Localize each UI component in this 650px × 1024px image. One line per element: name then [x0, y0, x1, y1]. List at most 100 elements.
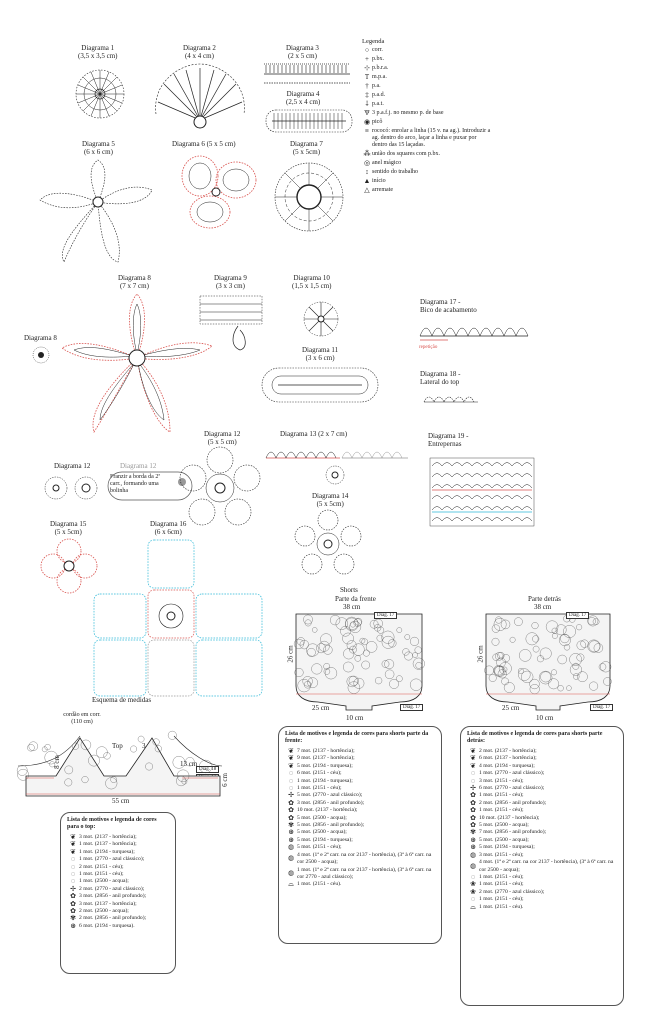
list-top-item-text: 1 mot. (2137 - hortência);	[79, 841, 137, 848]
legend-item-text: p.a.d.	[372, 92, 386, 98]
motif-icon: ◌	[288, 776, 294, 785]
list-front-item-text: 5 mot. (2500 - acqua);	[297, 814, 347, 821]
diagram-7-title: Diagrama 7(5 x 5cm)	[290, 140, 323, 156]
diagram-6-title: Diagrama 6 (5 x 5 cm)	[172, 140, 236, 148]
list-top-item: ✿3 mot. (2137 - hortência);	[67, 900, 169, 908]
legend-item-text: m.p.a.	[372, 74, 387, 80]
list-back-item: ◍3 mot. (2151 - céu);	[467, 851, 617, 859]
motif-icon: ✿	[470, 821, 476, 830]
list-back-title: Lista de motivos e legenda de cores para…	[467, 731, 603, 744]
list-top-item: ❦1 mot. (2194 - turquesa);	[67, 848, 169, 856]
diagram-10-title: Diagrama 10(1,5 x 1,5 cm)	[292, 274, 332, 290]
list-top-item: ◌1 mot. (2500 - acqua);	[67, 877, 169, 886]
list-top-item: ❦3 mot. (2137 - hortência);	[67, 833, 169, 841]
diagram-15-title: Diagrama 15(5 x 5cm)	[50, 520, 87, 536]
list-back-item: ✢6 mot. (2770 - azul clássico);	[467, 784, 617, 793]
legend-item: ↕sentido do trabalho	[362, 169, 492, 176]
list-back-item: ✿5 mot. (2500 - acqua);	[467, 821, 617, 830]
shorts-front-tag-top: Diag. 17	[374, 612, 398, 619]
list-back-item: ◌1 mot. (2151 - céu);	[467, 895, 617, 903]
motif-icon: ◌	[70, 877, 76, 886]
list-top-item-text: 2 mot. (2856 - anil profundo);	[79, 915, 147, 922]
list-front-item: ⌓1 mot. (2151 - céu).	[285, 880, 435, 888]
list-front-item-text: 5 mot. (2151 - céu);	[297, 844, 342, 851]
shorts-back-outline	[484, 613, 612, 711]
legend-item: ⊹p.b.r.a.	[362, 65, 492, 72]
list-back-item-text: 1 mot. (2151 - céu);	[479, 807, 524, 814]
list-back-item: ⊛5 mot. (2194 - turquesa);	[467, 843, 617, 852]
diagram-2-title: Diagrama 2(4 x 4 cm)	[183, 44, 216, 60]
motif-icon: ‡	[365, 91, 369, 99]
list-front-item: ◍5 mot. (2151 - céu);	[285, 843, 435, 851]
list-back-item-text: 4 mot. (2194 - turquesa);	[479, 762, 535, 769]
legend-item-text: sentido do trabalho	[372, 169, 418, 175]
legend-item-text: anel mágico	[372, 160, 402, 166]
list-back-item: ◌1 mot. (2770 - azul clássico);	[467, 769, 617, 777]
list-back-item: ❀2 mot. (2770 - azul clássico);	[467, 887, 617, 896]
diagram-15-motif	[40, 538, 98, 594]
legend-item-text: corr.	[372, 47, 383, 53]
motif-icon: ✾	[70, 914, 76, 923]
motif-icon: ✿	[288, 813, 294, 822]
list-back-item-text: 6 mot. (2137 - hortência);	[479, 755, 537, 762]
diagram-8-title: Diagrama 8(7 x 7 cm)	[118, 274, 151, 290]
diagram-3-title: Diagrama 3(2 x 5 cm)	[286, 44, 319, 60]
list-front-item-text: 5 mot. (2194 - turquesa);	[297, 836, 353, 843]
diagram-1-title: Diagrama 1(3,5 x 3,5 cm)	[78, 44, 118, 60]
legend-item: ◎anel mágico	[362, 160, 492, 167]
diagram-12-small-motif	[44, 476, 98, 500]
legend-item-text: arremate	[372, 187, 393, 193]
diagram-4-motif	[265, 109, 353, 133]
motif-icon: ⊛	[470, 843, 476, 852]
motif-icon: ✾	[470, 828, 476, 837]
motif-icon: ⊛	[288, 835, 294, 844]
legend-item-text: p.a.	[372, 83, 381, 89]
motif-icon: ⸸	[365, 100, 369, 108]
shorts-front-outline	[293, 613, 425, 711]
list-front-item-text: 1 mot. (2194 - turquesa);	[297, 777, 353, 784]
list-front-item-text: 1 mot. (2151 - céu);	[297, 785, 342, 792]
motif-icon: ❦	[288, 761, 294, 770]
list-back-item: ◍4 mot. (1ª e 2ª carr. na cor 2137 - hor…	[467, 859, 617, 874]
list-top-item: ✾2 mot. (2856 - anil profundo);	[67, 914, 169, 923]
list-back-item-text: 5 mot. (2500 - acqua);	[479, 836, 529, 843]
diagram-3-motif-b	[264, 82, 350, 84]
list-front-item: ◍4 mot. (1ª e 2ª carr. na cor 2137 - hor…	[285, 852, 435, 867]
motif-icon: △	[364, 186, 370, 194]
diagram-12-title: Diagrama 12(5 x 5 cm)	[204, 430, 241, 446]
diagram-18-title: Diagrama 18 -Lateral do top	[420, 370, 461, 386]
list-back-item: ✿10 mot. (2137 - hortência);	[467, 814, 617, 822]
list-front-item-text: 3 mot. (2856 - anil profundo);	[297, 799, 365, 806]
motif-icon: ✢	[470, 784, 476, 793]
list-top-item-text: 6 mot. (2194 - turquesa).	[79, 922, 135, 929]
diagram-9-title: Diagrama 9(3 x 3 cm)	[214, 274, 247, 290]
diagram-11-motif	[261, 367, 379, 403]
list-back-item: ✿2 mot. (2856 - anil profundo);	[467, 799, 617, 807]
list-back-item: ⊛5 mot. (2500 - acqua);	[467, 836, 617, 844]
diagram-7-motif	[274, 162, 344, 232]
diagram-17-repeat-label: repetição	[419, 345, 438, 350]
shorts-front-label: Parte da frente	[335, 595, 376, 603]
motif-icon: ◍	[287, 869, 295, 878]
top-measure-13: 13 cm	[180, 760, 198, 768]
list-back-item: ◌1 mot. (2151 - céu);	[467, 872, 617, 881]
list-back-item-text: 4 mot. (1ª e 2ª carr. na cor 2137 - hort…	[479, 859, 614, 873]
motif-icon: ◌	[470, 872, 476, 881]
legend-item-text: 3 p.a.f.j. no mesmo p. de base	[372, 110, 444, 116]
diagram-8-motif	[61, 293, 213, 433]
motif-icon: ✾	[288, 821, 294, 830]
motif-icon: ❦	[470, 761, 476, 770]
top-outline	[16, 730, 223, 797]
motif-icon: ❀	[470, 887, 476, 896]
list-front-item-text: 1 mot. (1ª e 2ª carr. na cor 2137 - hort…	[297, 866, 432, 880]
motif-icon: ⌓	[470, 902, 476, 911]
list-back-item-text: 1 mot. (2151 - céu);	[479, 896, 524, 903]
diagram-13-motif	[265, 451, 408, 459]
list-top-item: ✢2 mot. (2770 - azul clássico);	[67, 885, 169, 893]
shorts-front-height: 26 cm	[286, 645, 295, 663]
list-top-item-text: 1 mot. (2770 - azul clássico);	[79, 856, 145, 863]
diagram-4-title: Diagrama 4(2,5 x 4 cm)	[286, 90, 321, 106]
list-front-item: ◍1 mot. (1ª e 2ª carr. na cor 2137 - hor…	[285, 867, 435, 882]
list-top-title: Lista de motivos e legenda de cores para…	[67, 817, 157, 830]
list-back-item-text: 3 mot. (2151 - céu);	[479, 777, 524, 784]
